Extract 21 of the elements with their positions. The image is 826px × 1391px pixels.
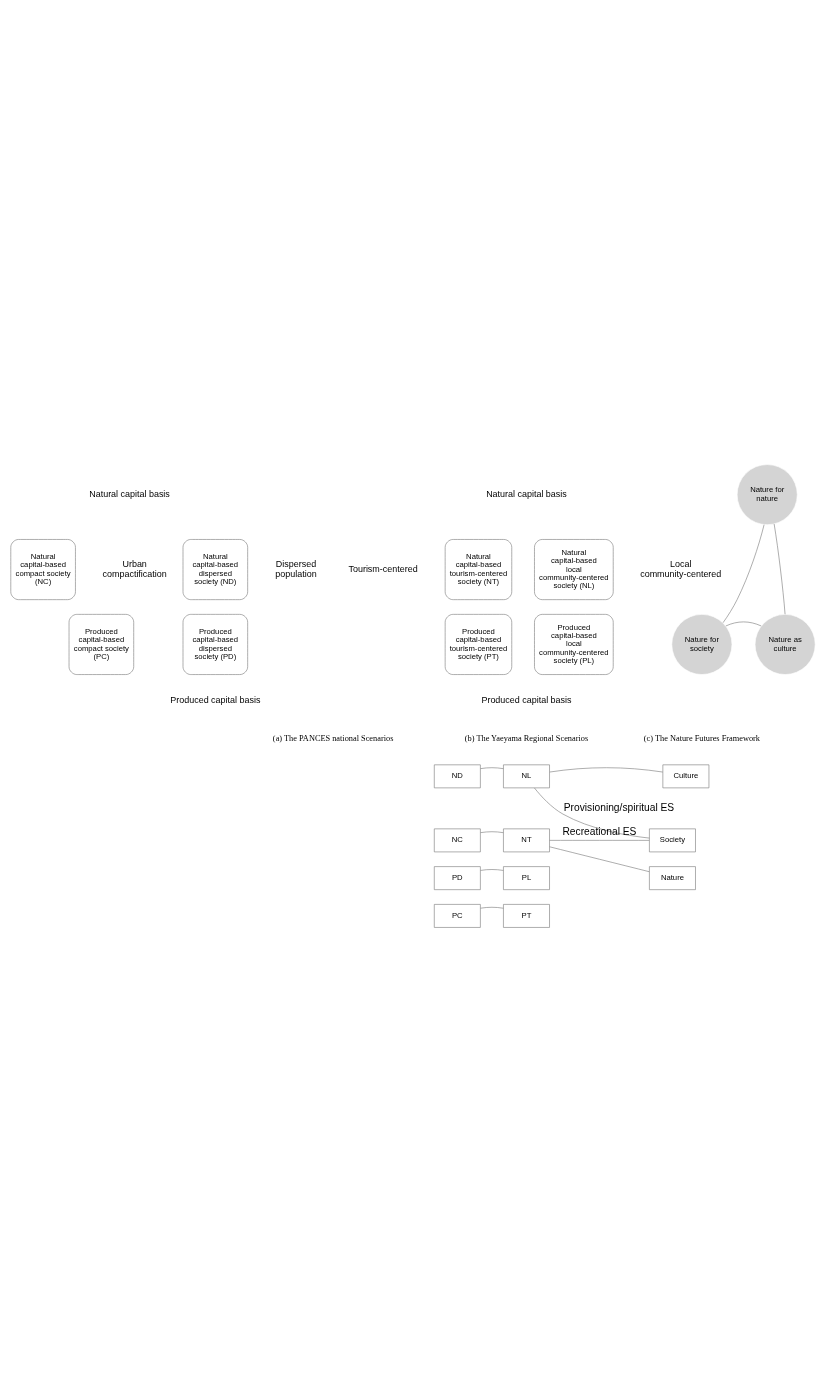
edge-label: Provisioning/spiritual ES	[563, 801, 675, 813]
connector	[549, 839, 650, 841]
connector	[549, 766, 664, 772]
connector	[480, 766, 504, 769]
label: Tourism-centered	[348, 563, 418, 574]
connector	[773, 523, 786, 615]
edge-label: Recreational ES	[562, 825, 637, 837]
label: Dispersed population	[275, 558, 317, 579]
label: Urban compactification	[102, 558, 167, 579]
connector	[480, 830, 504, 833]
label: Produced capital basis	[170, 694, 261, 705]
connector	[722, 523, 765, 623]
connector	[549, 845, 650, 872]
connector	[725, 621, 762, 626]
connector	[480, 868, 504, 871]
connector	[534, 787, 650, 838]
label: Local community-centered	[640, 558, 722, 579]
label: Natural capital basis	[89, 488, 170, 499]
label: Natural capital basis	[486, 488, 567, 499]
label: Produced capital basis	[481, 694, 572, 705]
connector	[480, 906, 504, 909]
